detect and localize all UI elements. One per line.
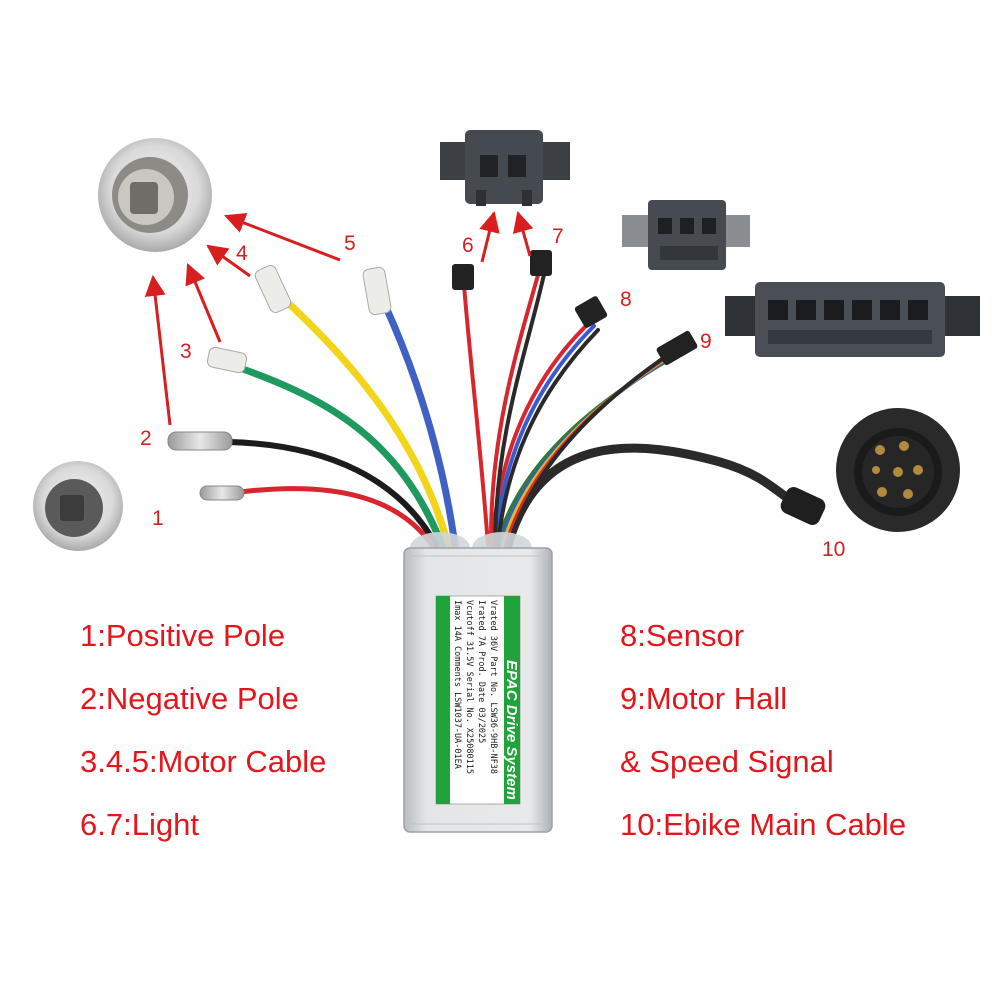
- callout-4: 4: [236, 242, 248, 265]
- negative-pole-socket-photo: [33, 461, 123, 551]
- legend-motor-cable: 3.4.5:Motor Cable: [80, 746, 326, 777]
- legend-sensor: 8:Sensor: [620, 620, 744, 651]
- motor-hall-connector-photo: [725, 282, 980, 357]
- arrow-6: [482, 213, 494, 262]
- callout-3: 3: [180, 340, 192, 363]
- controller-label: EPAC Drive System Vrated 36V Part No. LS…: [436, 596, 520, 804]
- callout-10: 10: [822, 538, 845, 561]
- light-connector-photo: [440, 130, 570, 206]
- callout-6: 6: [462, 234, 474, 257]
- sensor-connector-photo: [622, 200, 750, 270]
- controller-spec-row: Vrated 36V Part No. LSW36-9HB-NF38: [488, 600, 498, 774]
- controller-box: EPAC Drive System Vrated 36V Part No. LS…: [404, 548, 552, 832]
- arrow-7: [518, 213, 530, 256]
- legend-positive-pole: 1:Positive Pole: [80, 620, 285, 651]
- callout-9: 9: [700, 330, 712, 353]
- positive-pole-socket-photo: [98, 138, 212, 252]
- legend-negative-pole: 2:Negative Pole: [80, 683, 299, 714]
- legend-speed-signal: & Speed Signal: [620, 746, 834, 777]
- controller-spec-row: Imax 14A Comments LSW1037-UA-01EA: [452, 600, 462, 769]
- arrow-2: [153, 277, 170, 425]
- callout-7: 7: [552, 225, 564, 248]
- callout-5: 5: [344, 232, 356, 255]
- controller-spec-row: Vcutoff 31.5V Serial No. X25080115: [464, 600, 474, 774]
- callout-1: 1: [152, 507, 164, 530]
- wire-bundle: [230, 268, 790, 545]
- legend-motor-hall: 9:Motor Hall: [620, 683, 787, 714]
- legend-main-cable: 10:Ebike Main Cable: [620, 809, 906, 840]
- controller-brand: EPAC Drive System: [503, 660, 520, 800]
- legend-light: 6.7:Light: [80, 809, 199, 840]
- callout-2: 2: [140, 427, 152, 450]
- callout-8: 8: [620, 288, 632, 311]
- controller-spec-row: Irated 7A Prod. Date 03/2025: [476, 600, 486, 743]
- main-cable-connector-photo: [836, 408, 960, 532]
- arrow-3: [188, 265, 220, 342]
